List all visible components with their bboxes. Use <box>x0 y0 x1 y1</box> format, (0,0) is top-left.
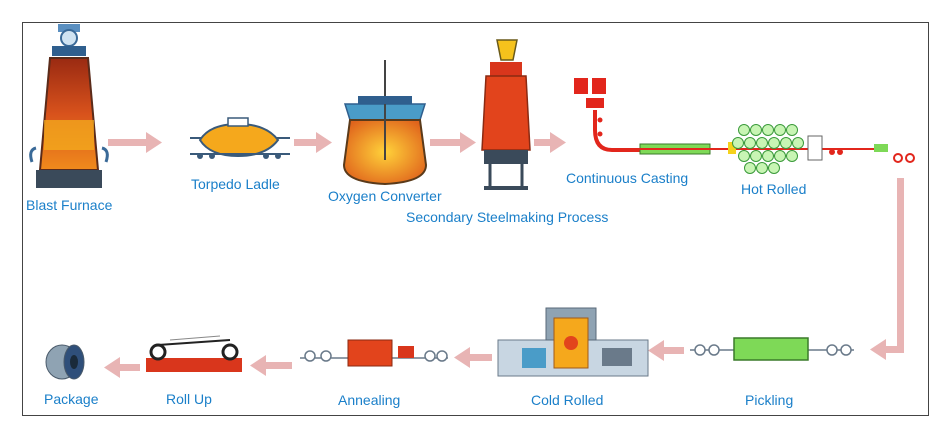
label-cold-rolled: Cold Rolled <box>531 392 604 408</box>
hot-rolled-icon <box>636 124 915 174</box>
roll-up-icon <box>146 335 242 372</box>
label-annealing: Annealing <box>338 392 401 408</box>
label-continuous-casting: Continuous Casting <box>566 170 689 186</box>
label-roll-up: Roll Up <box>166 391 212 407</box>
blast-furnace-icon <box>29 24 109 188</box>
label-package: Package <box>44 391 99 407</box>
arrow-coldrolled-to-annealing <box>454 347 492 368</box>
arrow-rollup-to-package <box>104 357 140 378</box>
label-blast-furnace: Blast Furnace <box>26 197 113 213</box>
arrow-secondary-to-casting <box>534 132 566 153</box>
arrow-annealing-to-rollup <box>250 355 292 376</box>
pickling-icon <box>690 337 854 361</box>
label-hot-rolled: Hot Rolled <box>741 181 807 197</box>
label-oxygen-converter: Oxygen Converter <box>328 188 442 204</box>
package-coil-icon <box>45 344 85 380</box>
label-secondary-steelmaking: Secondary Steelmaking Process <box>406 209 609 225</box>
label-torpedo-ladle: Torpedo Ladle <box>191 176 280 192</box>
torpedo-ladle-icon <box>190 117 290 159</box>
oxygen-converter-icon <box>342 60 428 186</box>
flow-arrows <box>104 132 904 378</box>
secondary-steelmaking-icon <box>481 39 531 190</box>
arrow-furnace-to-ladle <box>108 132 162 153</box>
annealing-icon <box>300 339 448 367</box>
label-pickling: Pickling <box>745 392 794 408</box>
continuous-casting-icon <box>574 78 640 152</box>
arrow-pickling-to-coldrolled <box>648 340 684 361</box>
cold-rolled-icon <box>497 307 649 377</box>
arrow-converter-to-secondary <box>430 132 476 153</box>
arrow-hotrolled-to-pickling <box>870 178 904 360</box>
arrow-ladle-to-converter <box>294 132 332 153</box>
